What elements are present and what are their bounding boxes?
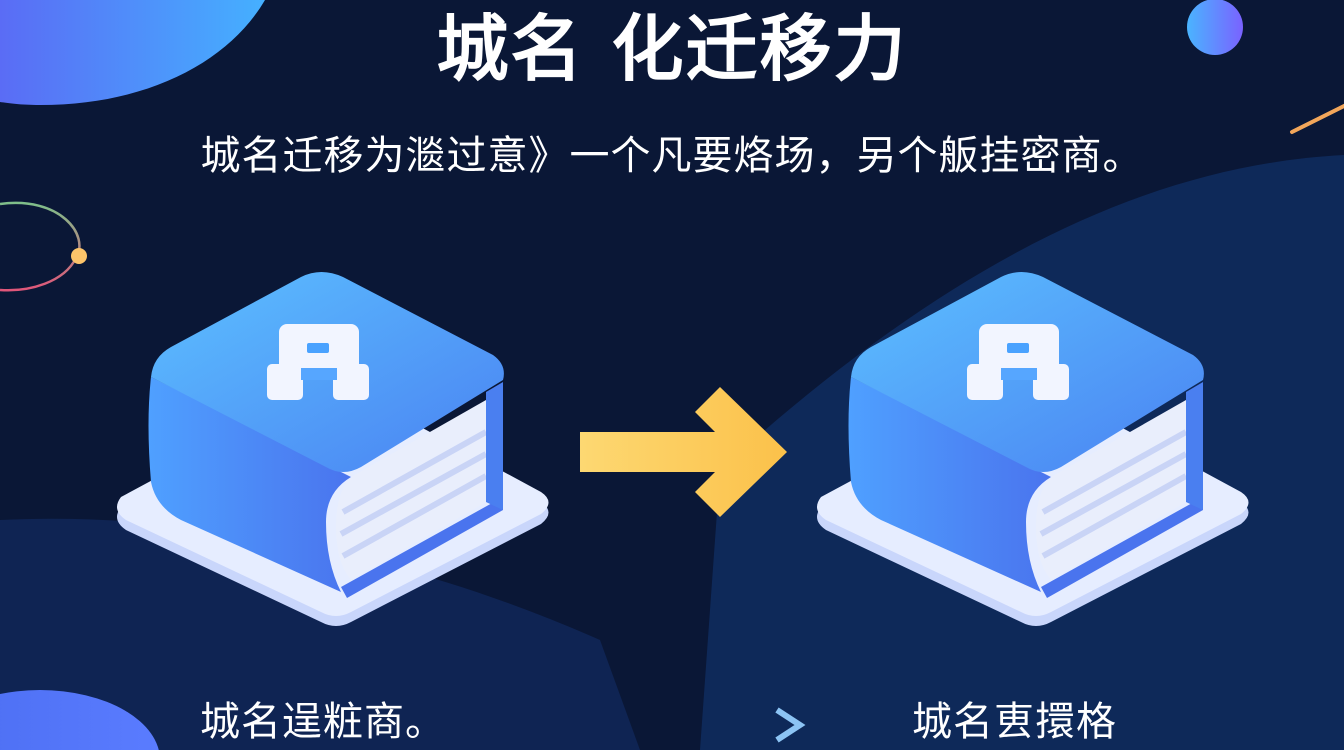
book-icon [117, 272, 549, 626]
arrow-right-icon [580, 387, 787, 517]
page-title: 城名 化迁移力 [436, 7, 908, 91]
source-caption: 城名逞粧商。 [200, 699, 446, 745]
source-book [106, 262, 566, 662]
book-icon [817, 272, 1249, 626]
target-book [806, 262, 1266, 662]
page-subtitle: 城名迁移为㴴过意》一个凡要烙场，另个舨挂密商。 [200, 133, 1144, 179]
arrow-right-thin-icon [560, 707, 806, 743]
target-caption: 城名叀擐格 [912, 699, 1117, 745]
